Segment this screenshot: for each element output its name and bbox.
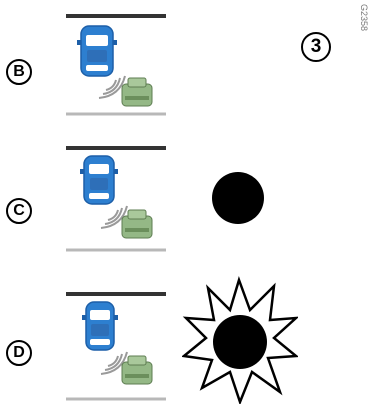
other-car	[122, 356, 152, 384]
panel-label-c-text: C	[13, 203, 25, 219]
panel-label-d: D	[6, 340, 32, 366]
flash-light-core	[213, 315, 267, 369]
ego-car	[82, 302, 118, 350]
ego-car	[77, 26, 117, 76]
figure-number-badge: 3	[301, 32, 331, 62]
scene-c	[62, 140, 174, 255]
panel-label-b-text: B	[13, 64, 25, 80]
panel-label-b: B	[6, 59, 32, 85]
warning-light-flashing	[182, 276, 298, 404]
figure-number: 3	[311, 36, 322, 58]
other-car	[122, 210, 152, 238]
other-car	[122, 78, 152, 106]
panel-label-c: C	[6, 198, 32, 224]
ego-car	[80, 156, 118, 204]
radar-waves	[99, 76, 125, 98]
warning-light-steady	[210, 170, 266, 226]
scene-d	[62, 288, 174, 403]
reference-code: G2358	[355, 4, 369, 44]
panel-label-d-text: D	[13, 345, 25, 361]
scene-b	[62, 6, 174, 121]
